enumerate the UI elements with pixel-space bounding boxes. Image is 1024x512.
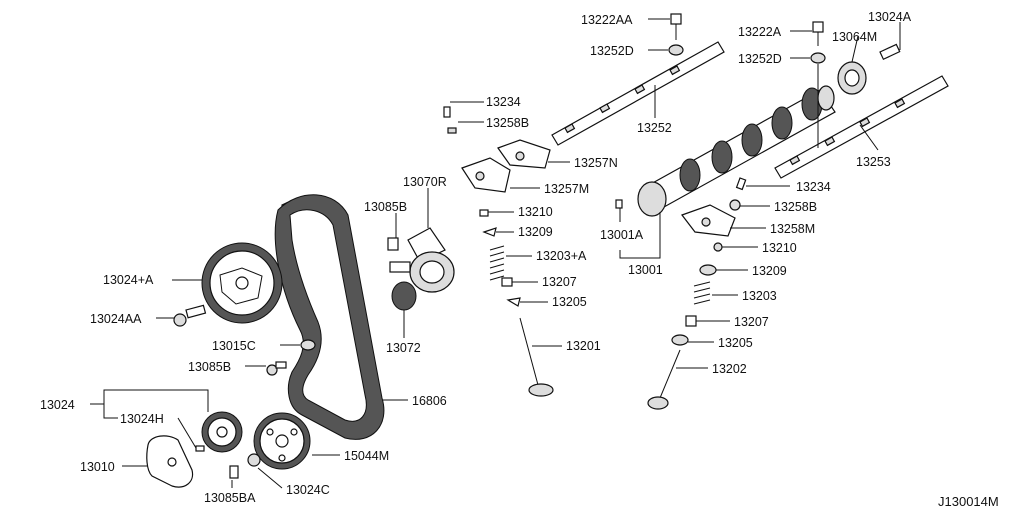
callout-13064M: 13064M [832,30,877,44]
camshaft-shape [637,85,836,217]
callout-13010: 13010 [80,460,115,474]
diagram-reference-code: J130014M [938,494,999,509]
callout-13203A: 13203+A [536,249,587,263]
leader-lines [90,18,901,489]
callout-13210-left: 13210 [518,205,553,219]
callout-13024H: 13024H [120,412,164,426]
callout-13258B-lower: 13258B [774,200,817,214]
cam-bracket-shape [837,43,901,95]
callout-labels: 13222AA 13252D 13222A 13024A 13064M 1325… [40,10,912,505]
fasteners-shape [173,237,399,479]
callout-13070R: 13070R [403,175,447,189]
front-plate-shape [146,435,194,488]
callout-13257N: 13257N [574,156,618,170]
callout-13257M: 13257M [544,182,589,196]
callout-13207-right: 13207 [734,315,769,329]
crank-pulley-shape [253,412,311,470]
callout-13085B-lower: 13085B [188,360,231,374]
tensioner-shape [389,227,455,311]
callout-13209-right: 13209 [752,264,787,278]
callout-13024plusA: 13024+A [103,273,154,287]
top-bolts-shape [668,13,826,64]
callout-13085B-upper: 13085B [364,200,407,214]
callout-13001: 13001 [628,263,663,277]
valve-springs-shape [489,245,711,346]
callout-13234-lower: 13234 [796,180,831,194]
crank-sprocket-shape [201,411,243,453]
callout-13024: 13024 [40,398,75,412]
rocker-shaft-13252-shape [551,41,725,146]
callout-13205-left: 13205 [552,295,587,309]
callout-13222A: 13222A [738,25,782,39]
callout-13205-right: 13205 [718,336,753,350]
callout-13202: 13202 [712,362,747,376]
rocker-arms-shape [461,139,736,237]
cam-sprocket-shape [201,242,283,324]
callout-13253: 13253 [856,155,891,169]
callout-13252D-right: 13252D [738,52,782,66]
callout-13085BA: 13085BA [204,491,256,505]
timing-belt-shape [274,194,385,440]
callout-13252: 13252 [637,121,672,135]
valve-small-parts-shape [443,106,747,276]
callout-15044M: 15044M [344,449,389,463]
callout-13258M: 13258M [770,222,815,236]
callout-13001A: 13001A [600,228,644,242]
callout-13024AA: 13024AA [90,312,142,326]
callout-13209-left: 13209 [518,225,553,239]
callout-16806: 16806 [412,394,447,408]
callout-13222AA: 13222AA [581,13,633,27]
callout-13072: 13072 [386,341,421,355]
callout-13024C: 13024C [286,483,330,497]
valves-shape [519,317,681,410]
callout-13207-left: 13207 [542,275,577,289]
callout-13258B-upper: 13258B [486,116,529,130]
callout-13252D-left: 13252D [590,44,634,58]
callout-13015C: 13015C [212,339,256,353]
callout-13203: 13203 [742,289,777,303]
callout-13210-right: 13210 [762,241,797,255]
callout-13201: 13201 [566,339,601,353]
callout-13234-upper: 13234 [486,95,521,109]
callout-13024A: 13024A [868,10,912,24]
